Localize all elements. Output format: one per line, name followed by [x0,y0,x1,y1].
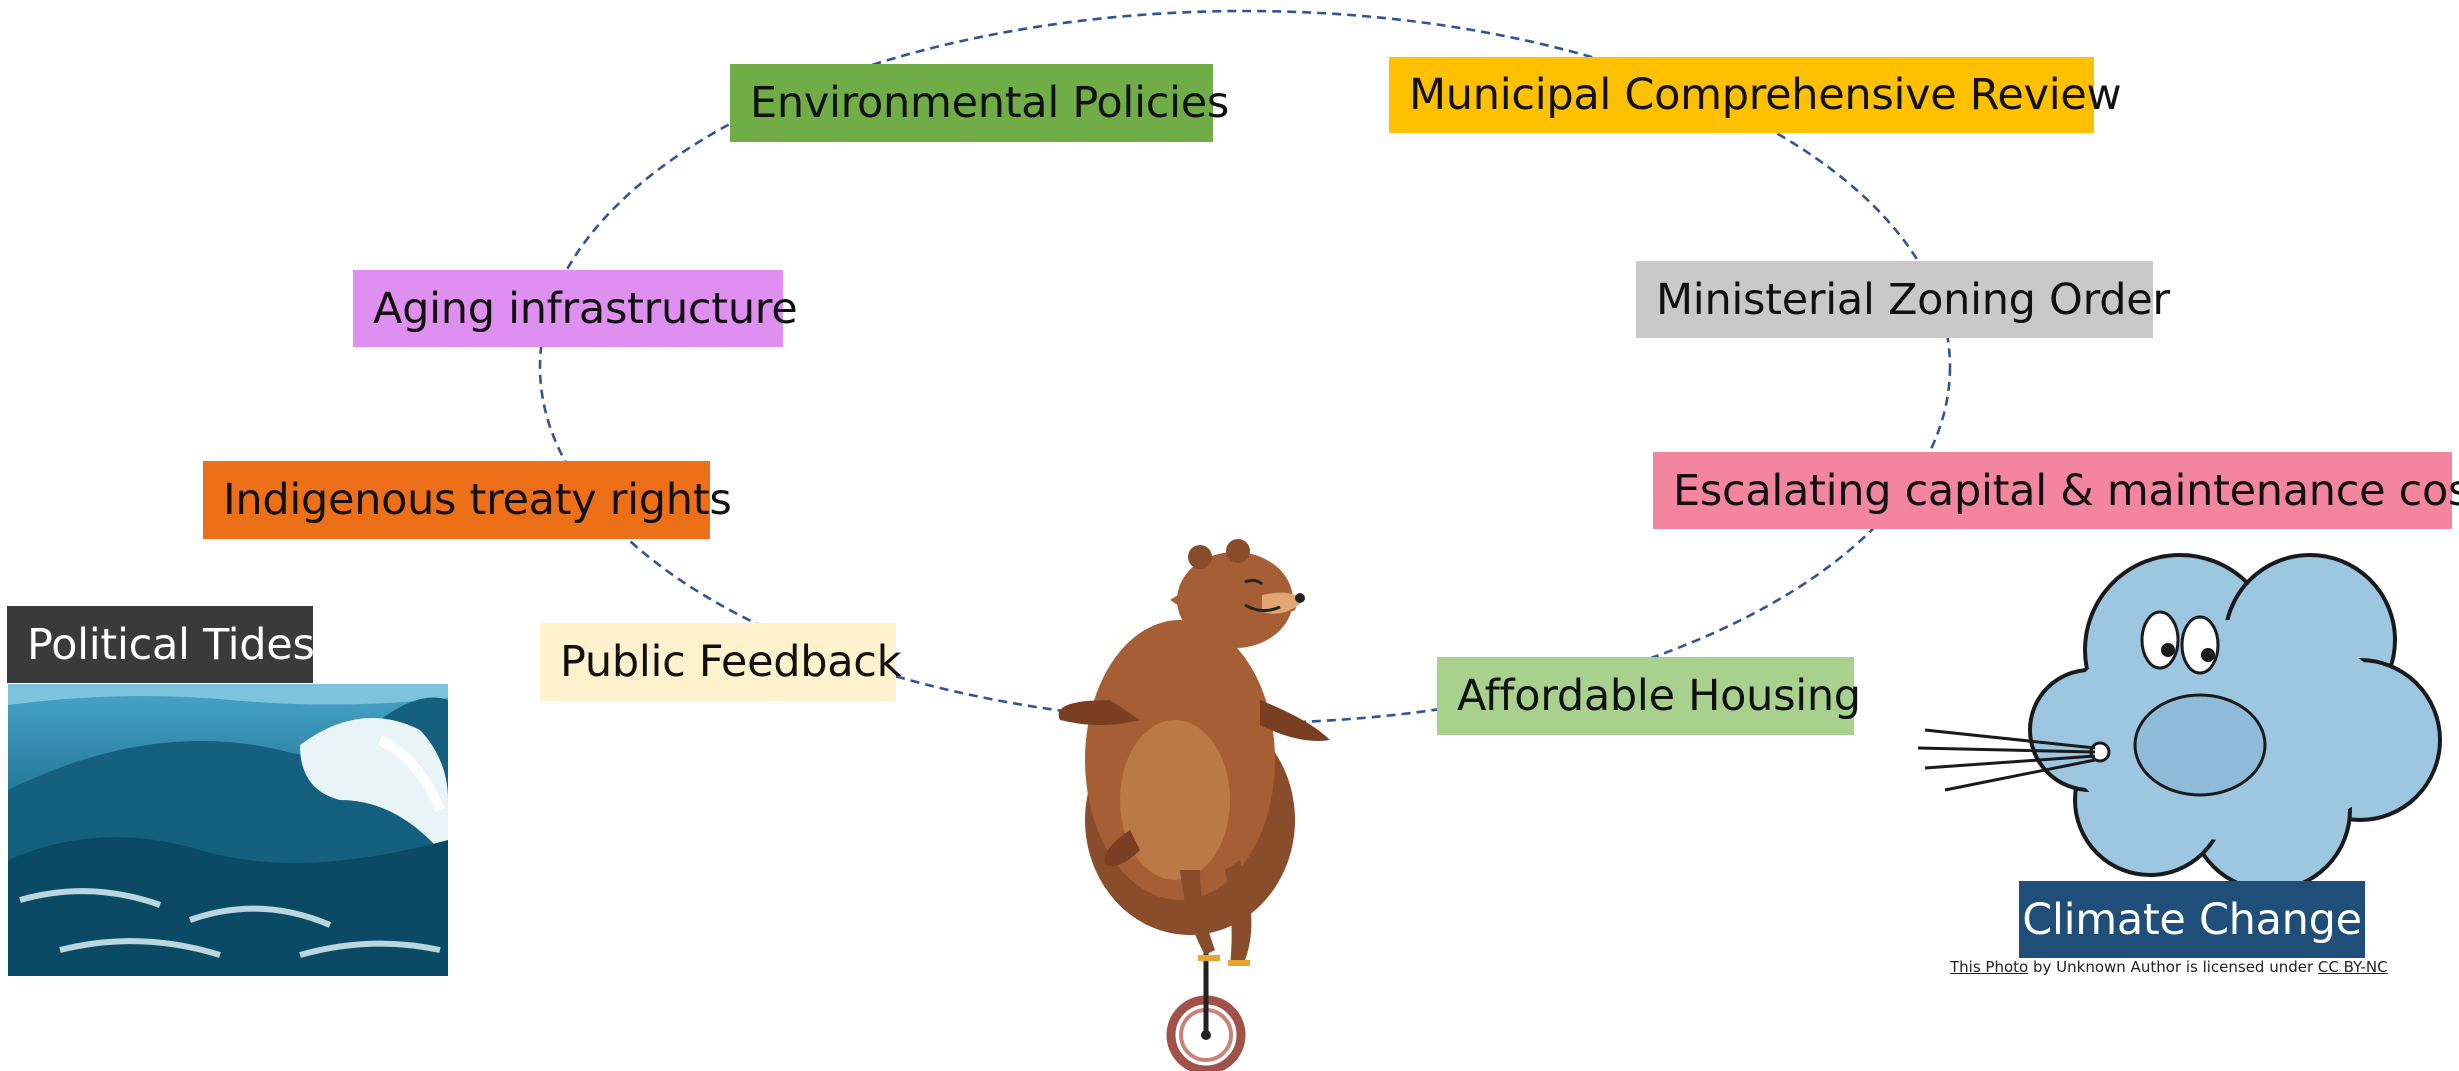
label-municipal-comprehensive-review: Municipal Comprehensive Review [1389,57,2122,133]
label-political-tides: Political Tides [7,606,315,683]
label-climate-change: Climate Change [2019,881,2365,958]
label-affordable-housing: Affordable Housing [1437,657,1861,735]
label-indigenous-treaty-rights: Indigenous treaty rights [203,461,732,539]
license-link[interactable]: CC BY-NC [2317,958,2388,976]
label-environmental-policies: Environmental Policies [730,64,1229,142]
label-public-feedback: Public Feedback [540,623,902,701]
photo-credit: This Photo by Unknown Author is licensed… [1950,958,2388,976]
photo-link[interactable]: This Photo [1950,958,2029,976]
label-escalating-costs: Escalating capital & maintenance costs [1653,452,2459,529]
credit-text: by Unknown Author is licensed under [2028,958,2318,976]
label-aging-infrastructure: Aging infrastructure [353,270,798,347]
label-ministerial-zoning-order: Ministerial Zoning Order [1636,261,2170,338]
